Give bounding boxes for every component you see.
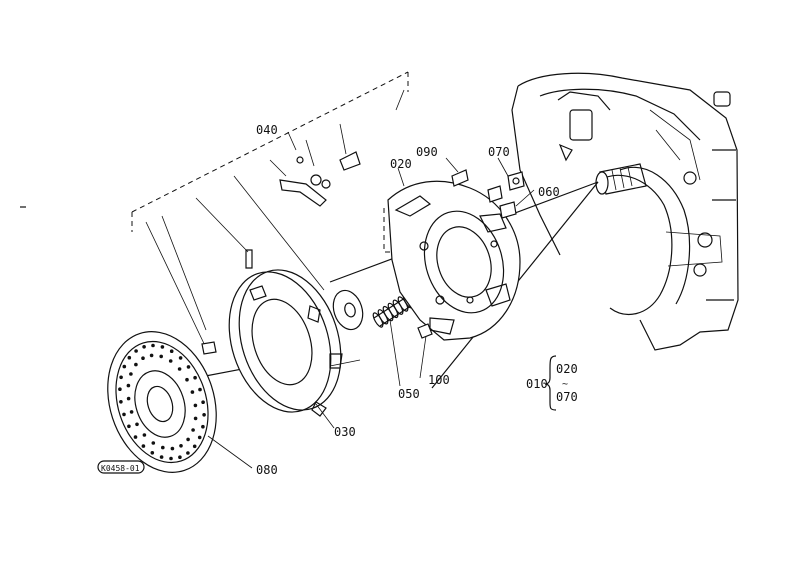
label-080: 080 [256, 463, 278, 477]
rivet-dot [133, 435, 138, 439]
rivet-dot [126, 383, 131, 388]
rivet-dot [201, 424, 205, 429]
rivet-dot [186, 437, 190, 442]
rivet-dot [159, 455, 164, 459]
rivet-dot [118, 387, 122, 392]
rivet-dot [169, 456, 173, 461]
label-090: 090 [416, 145, 438, 159]
rivet-dot [129, 372, 133, 376]
assembly-range-to: 070 [556, 390, 578, 404]
rivet-dot [141, 356, 145, 361]
figure-code-badge: K0458-01 [97, 460, 145, 474]
pressure-plate [228, 269, 343, 417]
rivet-dot [141, 444, 146, 448]
part-040-bracket [131, 71, 409, 353]
rivet-dot [129, 410, 134, 414]
rivet-dot [119, 375, 123, 380]
rivet-dot [142, 433, 147, 437]
rivet-dot [177, 367, 182, 371]
rivet-dot [186, 365, 191, 369]
rivet-dot [186, 451, 190, 455]
assembly-number: 010 [526, 377, 548, 391]
rivet-dot [122, 412, 126, 417]
rivet-dot [198, 387, 202, 392]
rivet-dot [134, 362, 138, 367]
figure-code: K0458-01 [101, 464, 140, 473]
rivet-dot [134, 349, 138, 353]
rivet-dot [192, 444, 197, 449]
rivet-dot [142, 345, 146, 349]
rivet-dot [119, 400, 123, 404]
label-050: 050 [398, 387, 420, 401]
assembly-range-sep: ~ [562, 379, 568, 390]
label-070: 070 [488, 145, 510, 159]
clutch-housing [511, 72, 739, 351]
label-030: 030 [334, 425, 356, 439]
rivet-dot [127, 355, 132, 360]
rivet-dot [191, 428, 195, 432]
rivet-dot [160, 345, 165, 349]
rivet-dot [193, 375, 197, 380]
rivet-dot [126, 396, 131, 401]
rivet-dot [190, 390, 195, 394]
rivet-dot [150, 451, 155, 455]
rivet-dot [197, 435, 202, 440]
rivet-dot [168, 359, 173, 363]
rivet-dot [151, 343, 155, 348]
clutch-cover [387, 180, 521, 341]
rivet-dot [179, 444, 183, 448]
leader-lines [207, 131, 535, 469]
rivet-dot [193, 416, 198, 421]
rivet-dot [169, 349, 174, 354]
clutch-disc [107, 331, 217, 473]
assembly-range: 010 020 ~ 070 [526, 355, 578, 411]
label-060: 060 [538, 185, 560, 199]
rivet-dot [149, 353, 154, 358]
part-labels: 040 020 090 070 060 100 050 030 080 [256, 123, 560, 477]
rivet-dot [159, 354, 163, 359]
bolts-nuts [417, 169, 525, 339]
rivet-dot [161, 445, 165, 450]
rivet-dot [178, 455, 182, 460]
release-lever [201, 151, 361, 355]
label-020: 020 [390, 157, 412, 171]
rivet-dot [202, 413, 206, 417]
rivet-dot [127, 424, 131, 429]
rivet-dot [178, 356, 183, 360]
rivet-dot [151, 441, 156, 445]
release-washer [332, 289, 364, 331]
friction-rivets [118, 343, 206, 461]
rivet-dot [122, 364, 127, 369]
label-100: 100 [428, 373, 450, 387]
rivet-dot [193, 403, 198, 408]
rivet-dot [135, 422, 139, 427]
label-040: 040 [256, 123, 278, 137]
assembly-range-from: 020 [556, 362, 578, 376]
rivet-dot [185, 377, 189, 382]
rivet-dot [170, 446, 175, 451]
rivet-dot [201, 400, 205, 405]
